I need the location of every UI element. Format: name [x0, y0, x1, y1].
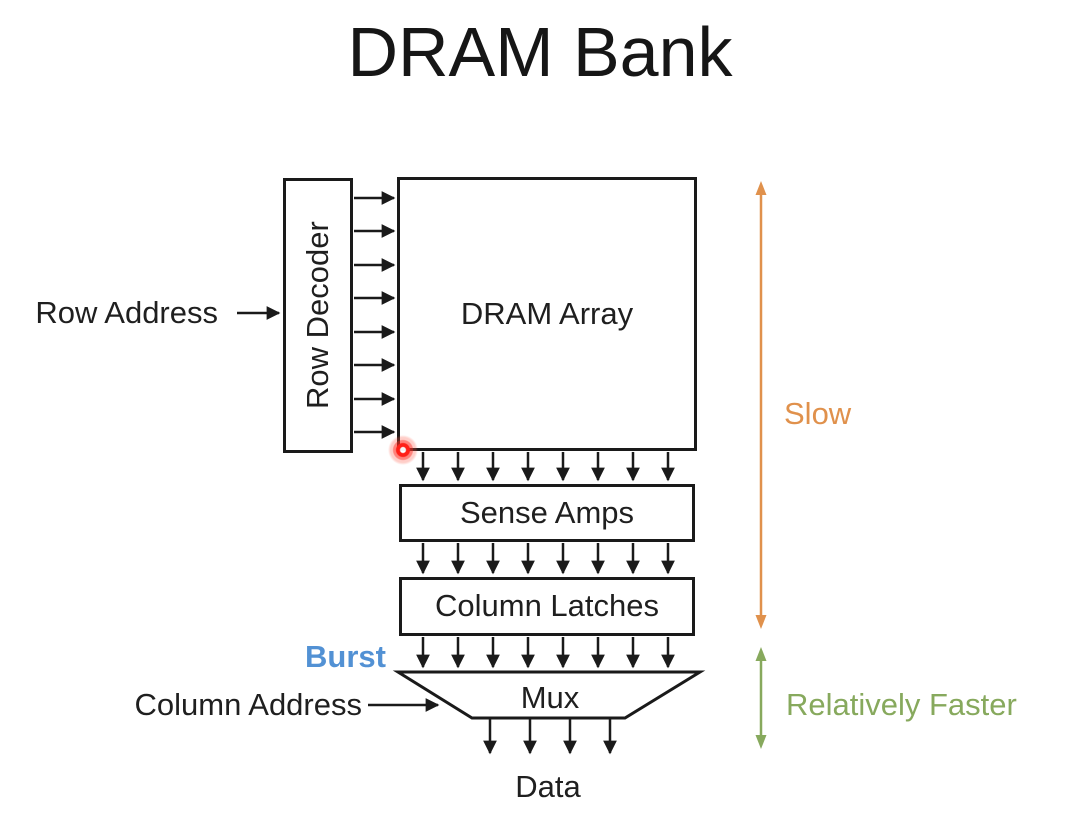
faster-span-arrowhead-up	[755, 647, 767, 661]
dram-array-label: DRAM Array	[460, 295, 634, 331]
burst-label: Burst	[305, 639, 386, 674]
row-decoder-label: Row Decoder	[299, 221, 335, 410]
sense-amps-block: Sense Amps	[399, 484, 695, 542]
latches-to-mux-arrows	[416, 637, 675, 669]
slide-title: DRAM Bank	[347, 13, 733, 91]
mux-label: Mux	[520, 680, 580, 715]
faster-span-arrowhead-down	[755, 735, 767, 749]
slow-span-arrow	[755, 181, 767, 629]
mux-to-data-arrows	[483, 719, 617, 755]
slow-span-arrowhead-down	[755, 615, 767, 629]
column-latches-block: Column Latches	[399, 577, 695, 636]
rowdecoder-to-array-arrows	[354, 191, 396, 439]
column-latches-label: Column Latches	[434, 588, 659, 624]
data-output-label: Data	[515, 769, 581, 804]
laser-pointer-dot	[386, 433, 420, 467]
sense-amps-label: Sense Amps	[459, 494, 635, 530]
relatively-faster-annotation: Relatively Faster	[786, 687, 1017, 722]
faster-span-arrow	[755, 647, 767, 749]
array-to-senseamps-arrows	[416, 452, 675, 482]
dram-array-block: DRAM Array	[397, 177, 697, 451]
slow-span-arrowhead-up	[755, 181, 767, 195]
slow-annotation: Slow	[784, 396, 852, 431]
mux-trapezoid	[392, 670, 706, 720]
row-address-label: Row Address	[35, 295, 218, 330]
row-decoder-block: Row Decoder	[283, 178, 353, 453]
column-address-label: Column Address	[134, 687, 362, 722]
senseamps-to-latches-arrows	[416, 543, 675, 575]
